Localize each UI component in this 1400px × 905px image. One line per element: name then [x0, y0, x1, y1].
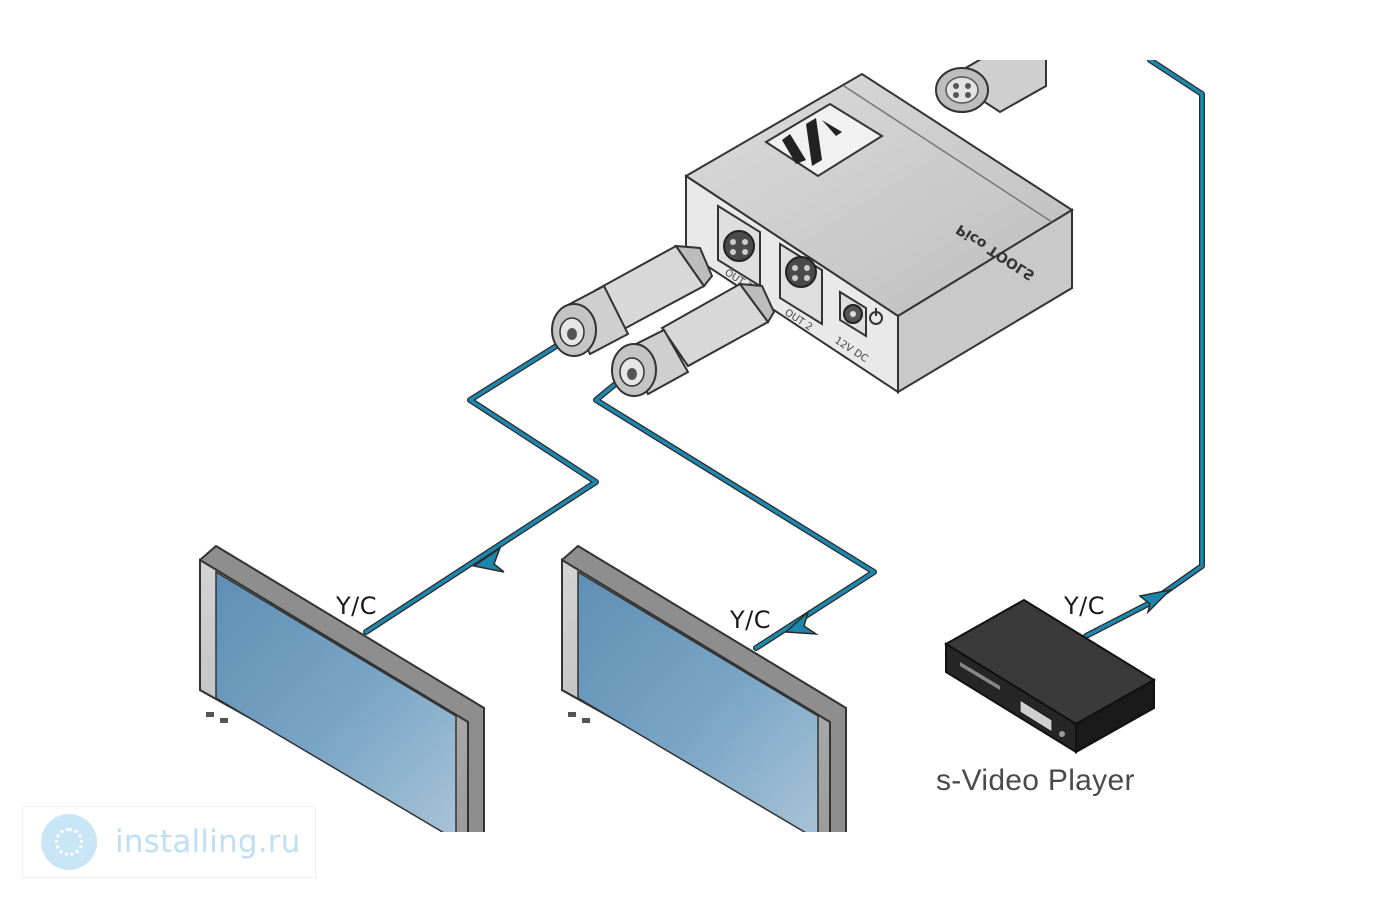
pico-tools-device: Pico TOOLS OUT 1 OUT 2	[684, 72, 1074, 394]
brand-logo-icon	[782, 118, 842, 166]
watermark-text: installing.ru	[115, 824, 301, 860]
watermark: installing.ru	[22, 806, 316, 878]
arrow-to-display-2-icon	[784, 609, 819, 635]
power-port	[839, 290, 867, 338]
yc-label-display-2: Y/C	[730, 606, 772, 634]
display-1	[199, 544, 485, 832]
input-connector	[935, 60, 1047, 114]
arrow-to-display-1-icon	[472, 546, 505, 573]
display-2	[561, 544, 847, 832]
plug-out2	[611, 282, 776, 397]
yc-label-player: Y/C	[1064, 592, 1106, 620]
plug-out1	[551, 244, 714, 357]
power-symbol-icon	[869, 308, 883, 325]
svideo-player	[944, 598, 1156, 754]
yc-label-display-1: Y/C	[336, 592, 378, 620]
out2-port	[779, 242, 823, 326]
out1-port	[717, 204, 761, 288]
watermark-logo-icon	[41, 814, 97, 870]
arrow-from-player-icon	[1138, 588, 1173, 615]
cable-input	[1083, 60, 1205, 639]
player-label: s-Video Player	[936, 764, 1135, 797]
